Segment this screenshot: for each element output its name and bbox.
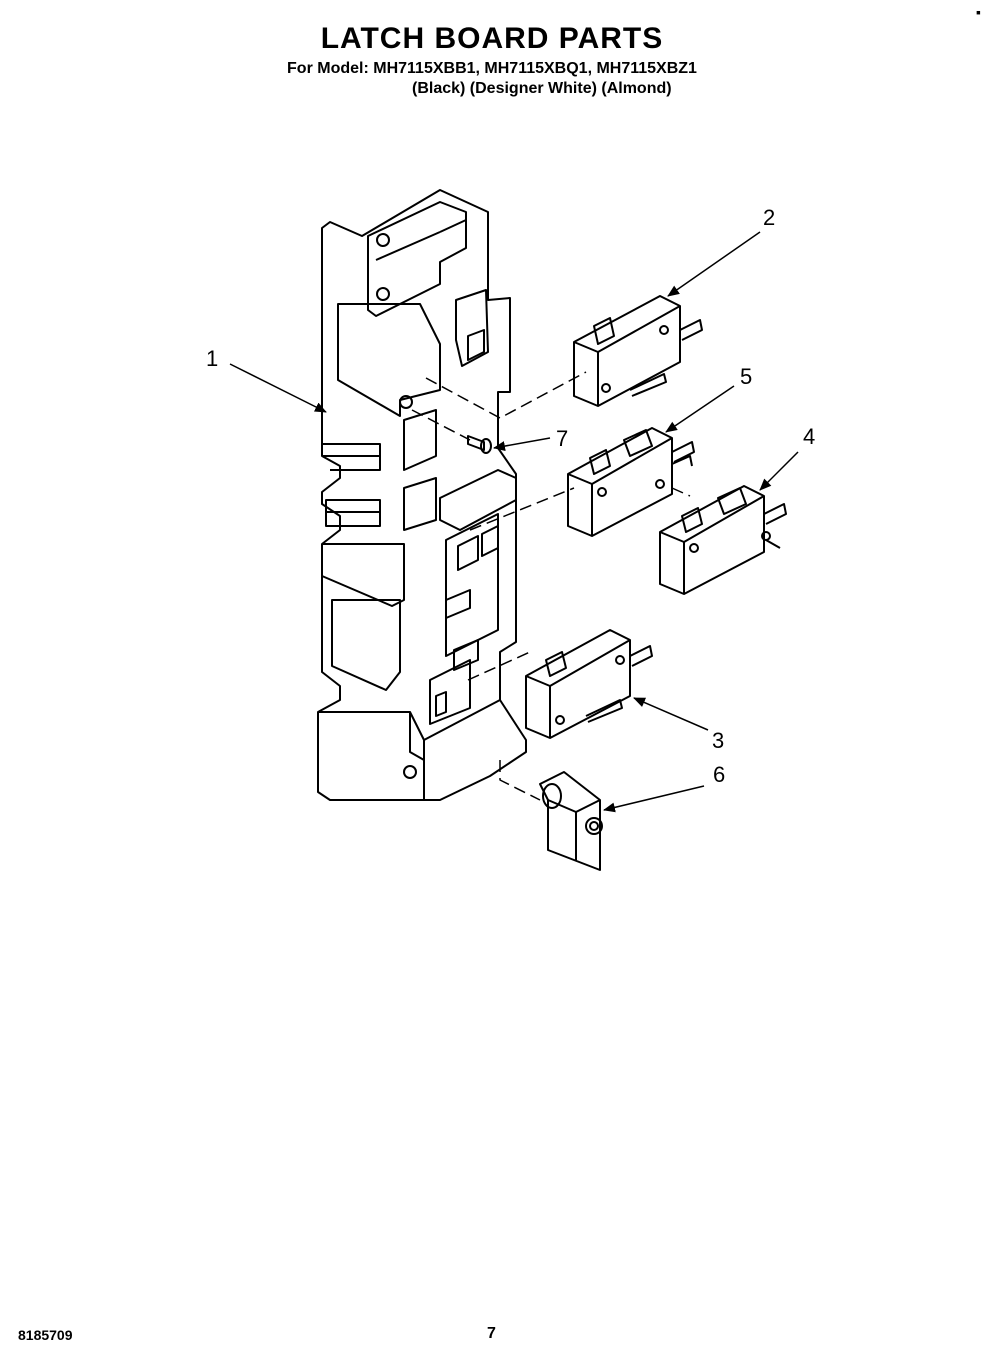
leader-6 bbox=[603, 785, 705, 813]
callout-2: 2 bbox=[763, 205, 775, 230]
assembly-lines bbox=[411, 371, 691, 801]
micro-switch-3 bbox=[525, 629, 653, 739]
leader-2 bbox=[667, 231, 761, 297]
leader-7 bbox=[493, 437, 551, 451]
page-number: 7 bbox=[487, 1325, 496, 1342]
callout-1: 1 bbox=[206, 346, 218, 371]
document-number: 8185709 bbox=[18, 1327, 73, 1343]
leader-3 bbox=[633, 697, 709, 731]
latch-lever-6 bbox=[539, 771, 603, 871]
page-title: LATCH BOARD PARTS bbox=[320, 22, 664, 55]
callout-7: 7 bbox=[556, 426, 568, 451]
micro-switch-2 bbox=[573, 295, 703, 407]
callout-4: 4 bbox=[803, 424, 815, 449]
micro-switch-4 bbox=[659, 485, 787, 595]
corner-mark: ▪ bbox=[976, 4, 981, 20]
leader-4 bbox=[759, 451, 799, 491]
leader-1 bbox=[229, 363, 327, 413]
model-list: For Model: MH7115XBB1, MH7115XBQ1, MH711… bbox=[287, 60, 697, 77]
callout-6: 6 bbox=[713, 762, 725, 787]
model-colors: (Black) (Designer White) (Almond) bbox=[412, 80, 672, 97]
screw-7 bbox=[467, 435, 492, 454]
micro-switch-5 bbox=[567, 427, 695, 537]
leader-5 bbox=[665, 385, 735, 433]
latch-board-frame bbox=[317, 189, 527, 801]
callout-5: 5 bbox=[740, 364, 752, 389]
callout-3: 3 bbox=[712, 728, 724, 753]
leader-arrows bbox=[229, 231, 799, 813]
